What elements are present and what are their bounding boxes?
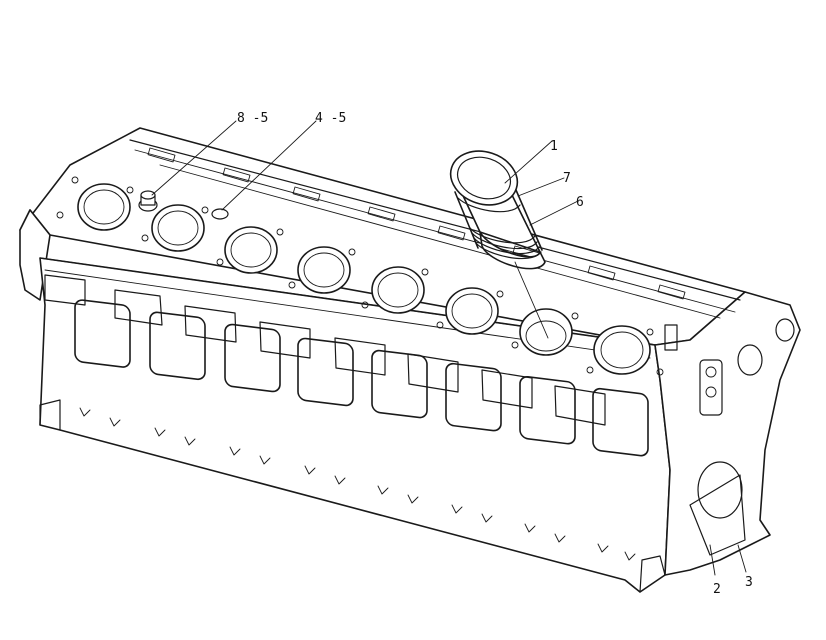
crankcase-window (592, 387, 649, 457)
plug-4-5 (211, 208, 229, 220)
cylinder-bore (224, 226, 278, 274)
engine-block (19, 127, 801, 593)
callout-1: 1 (550, 139, 558, 154)
callout-3: 3 (745, 575, 753, 590)
bottom-brackets (79, 407, 636, 561)
crankcase-window (297, 337, 354, 407)
cylinder-bores (77, 183, 651, 375)
cylinder-liner (449, 150, 546, 270)
crankcase-windows (74, 299, 649, 457)
cylinder-bore (297, 246, 351, 294)
right-end-details (664, 318, 795, 556)
cylinder-bore (445, 287, 499, 335)
explode-guide-line (514, 261, 549, 339)
callout-4-5: 4 -5 (315, 111, 346, 126)
callout-7: 7 (563, 171, 571, 186)
callout-labels: 8 -5 4 -5 1 7 6 2 3 (237, 111, 753, 597)
deck-bolt-holes (56, 176, 664, 376)
cylinder-bore (593, 325, 651, 375)
cylinder-bore (151, 204, 205, 252)
crankcase-window (445, 362, 502, 432)
cylinder-bore (371, 266, 425, 314)
crankcase-window (74, 299, 131, 368)
cylinder-bore (77, 183, 131, 231)
callout-8-5: 8 -5 (237, 111, 268, 126)
crankcase-window (371, 349, 428, 419)
crankcase-window (519, 375, 576, 445)
leader-lines (151, 120, 747, 576)
crankcase-window (149, 311, 206, 381)
callout-6: 6 (576, 195, 584, 210)
callout-2: 2 (713, 582, 721, 597)
cylinder-bore-empty (519, 308, 573, 356)
crankcase-window (224, 323, 281, 393)
plug-parts (138, 190, 229, 220)
side-upper-openings (44, 274, 606, 426)
